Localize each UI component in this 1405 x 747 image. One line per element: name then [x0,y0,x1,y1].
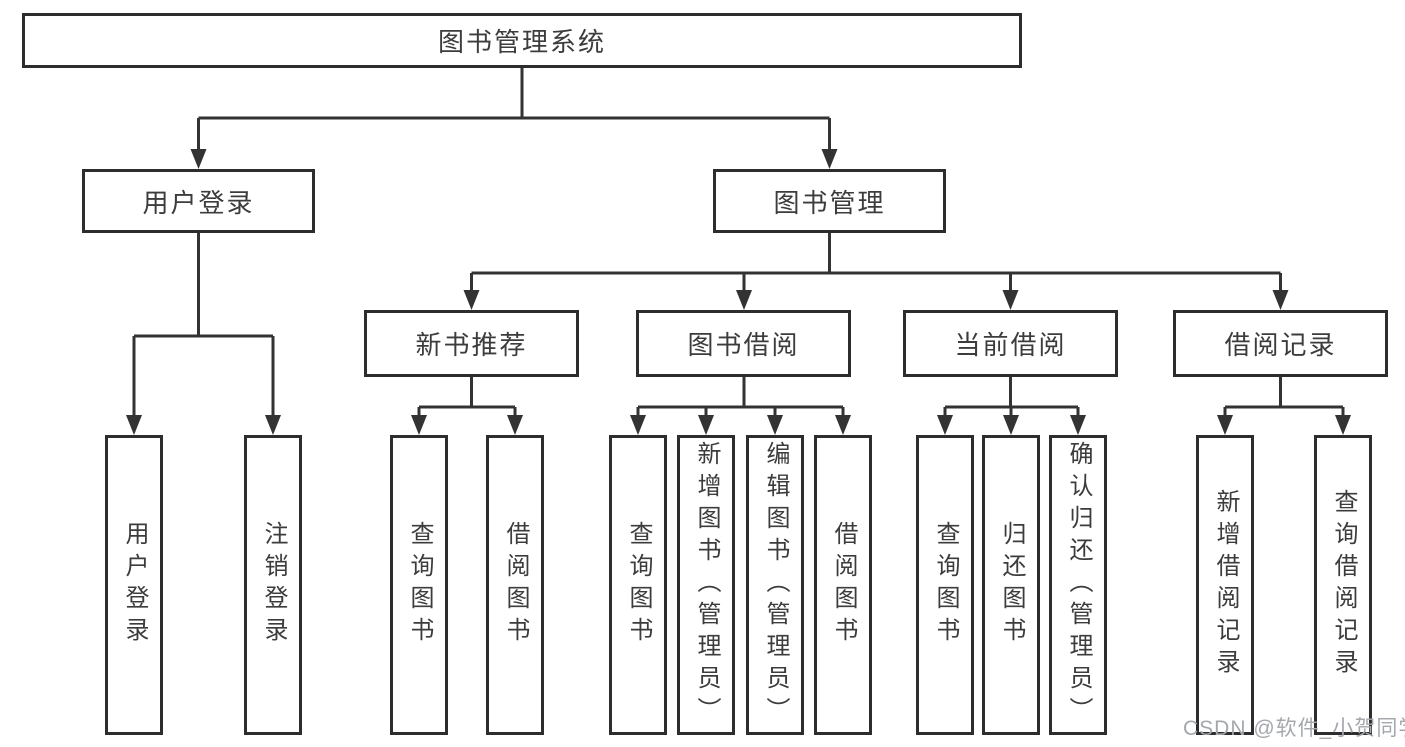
leaf-query-books-recommend: 查询图书 [390,435,448,735]
connector-root-to-level2 [197,66,831,153]
leaf-label: 查询借阅记录 [1330,489,1357,681]
arrowhead [736,290,752,310]
node-book-management: 图书管理 [713,169,946,233]
connector-user-login-to-leaves [132,231,275,419]
arrowhead [411,415,427,435]
leaf-label: 确认归还（管理员） [1065,441,1092,729]
arrowhead [821,149,838,169]
leaf-confirm-return-admin: 确认归还（管理员） [1049,435,1107,735]
leaf-label: 编辑图书（管理员） [762,441,789,729]
arrowhead [1070,415,1086,435]
leaf-label: 查询图书 [625,521,652,649]
arrowhead [463,290,480,310]
leaf-label: 新增图书（管理员） [693,441,720,729]
node-label: 当前借阅 [954,330,1067,360]
leaf-query-books-current: 查询图书 [916,435,974,735]
node-new-book-recommend: 新书推荐 [364,310,579,377]
node-book-borrow: 图书借阅 [636,310,851,377]
leaf-label: 查询图书 [932,521,959,649]
leaf-query-books-borrow: 查询图书 [609,435,667,735]
leaf-user-login: 用户登录 [105,435,163,735]
arrowhead [190,149,207,169]
connector-new-book-recommend-to-leaves [417,376,517,419]
node-label: 图书管理 [773,187,886,218]
connector-current-borrow-to-leaves [943,376,1080,419]
connector-book-management-to-level3 [470,231,1282,294]
node-root-label: 图书管理系统 [437,27,606,57]
leaf-label: 用户登录 [121,521,148,649]
arrowhead [126,415,142,435]
leaf-borrow-books-borrow: 借阅图书 [814,435,872,735]
connector-borrow-records-to-leaves [1223,376,1345,419]
node-label: 图书借阅 [687,330,800,360]
node-borrow-records: 借阅记录 [1173,310,1388,377]
leaf-add-book-admin: 新增图书（管理员） [677,435,735,735]
arrowhead [937,415,953,435]
arrowhead [767,415,783,435]
node-label: 新书推荐 [415,330,528,360]
leaf-borrow-books-recommend: 借阅图书 [486,435,544,735]
leaf-label: 借阅图书 [502,521,529,649]
leaf-add-borrow-record: 新增借阅记录 [1196,435,1254,735]
arrowhead [1003,415,1019,435]
leaf-label: 查询图书 [406,521,433,649]
leaf-label: 借阅图书 [830,521,857,649]
arrowhead [1272,290,1289,310]
connector-book-borrow-to-leaves [636,376,845,419]
leaf-return-book: 归还图书 [982,435,1040,735]
watermark: CSDN @软件_小贺同学 [1183,717,1405,740]
arrowhead [630,415,646,435]
arrowhead [1335,415,1351,435]
arrowhead [698,415,714,435]
arrowhead [507,415,523,435]
node-root: 图书管理系统 [22,13,1022,68]
node-label: 用户登录 [142,187,255,218]
node-user-login: 用户登录 [82,169,315,233]
leaf-query-borrow-record: 查询借阅记录 [1314,435,1372,735]
arrowhead [1217,415,1233,435]
leaf-logout: 注销登录 [244,435,302,735]
leaf-label: 注销登录 [260,521,287,649]
leaf-edit-book-admin: 编辑图书（管理员） [746,435,804,735]
leaf-label: 新增借阅记录 [1212,489,1239,681]
arrowhead [265,415,281,435]
node-current-borrow: 当前借阅 [903,310,1118,377]
arrowhead [835,415,851,435]
node-label: 借阅记录 [1224,330,1337,360]
arrowhead [1002,290,1019,310]
leaf-label: 归还图书 [998,521,1025,649]
